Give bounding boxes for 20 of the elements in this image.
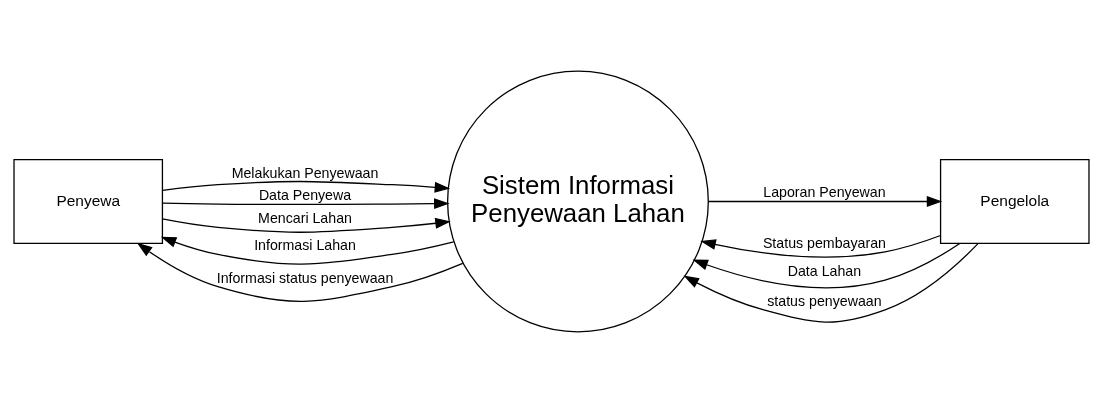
arrow <box>707 195 943 207</box>
edge-label: Status pembayaran <box>762 234 886 251</box>
edge-label: Mencari Lahan <box>258 209 352 226</box>
arrow <box>162 180 451 193</box>
arrow <box>161 217 451 233</box>
arrow <box>683 242 979 323</box>
edge-label: Laporan Penyewan <box>763 183 886 200</box>
edge-label: status penyewaan <box>767 292 882 309</box>
edge-label: Informasi Lahan <box>254 236 356 253</box>
edge-label: Melakukan Penyewaan <box>231 164 379 181</box>
node-box: Penyewa <box>13 158 164 244</box>
edge-label: Data Lahan <box>787 262 862 279</box>
arrow <box>161 197 450 209</box>
edge-label: Informasi status penyewaan <box>216 269 394 286</box>
node-box: Pengelola <box>939 158 1090 244</box>
arrow <box>136 242 464 302</box>
arrow <box>160 236 455 265</box>
arrow <box>692 242 961 288</box>
arrow <box>700 234 942 258</box>
edge-label: Data Penyewa <box>258 186 352 203</box>
